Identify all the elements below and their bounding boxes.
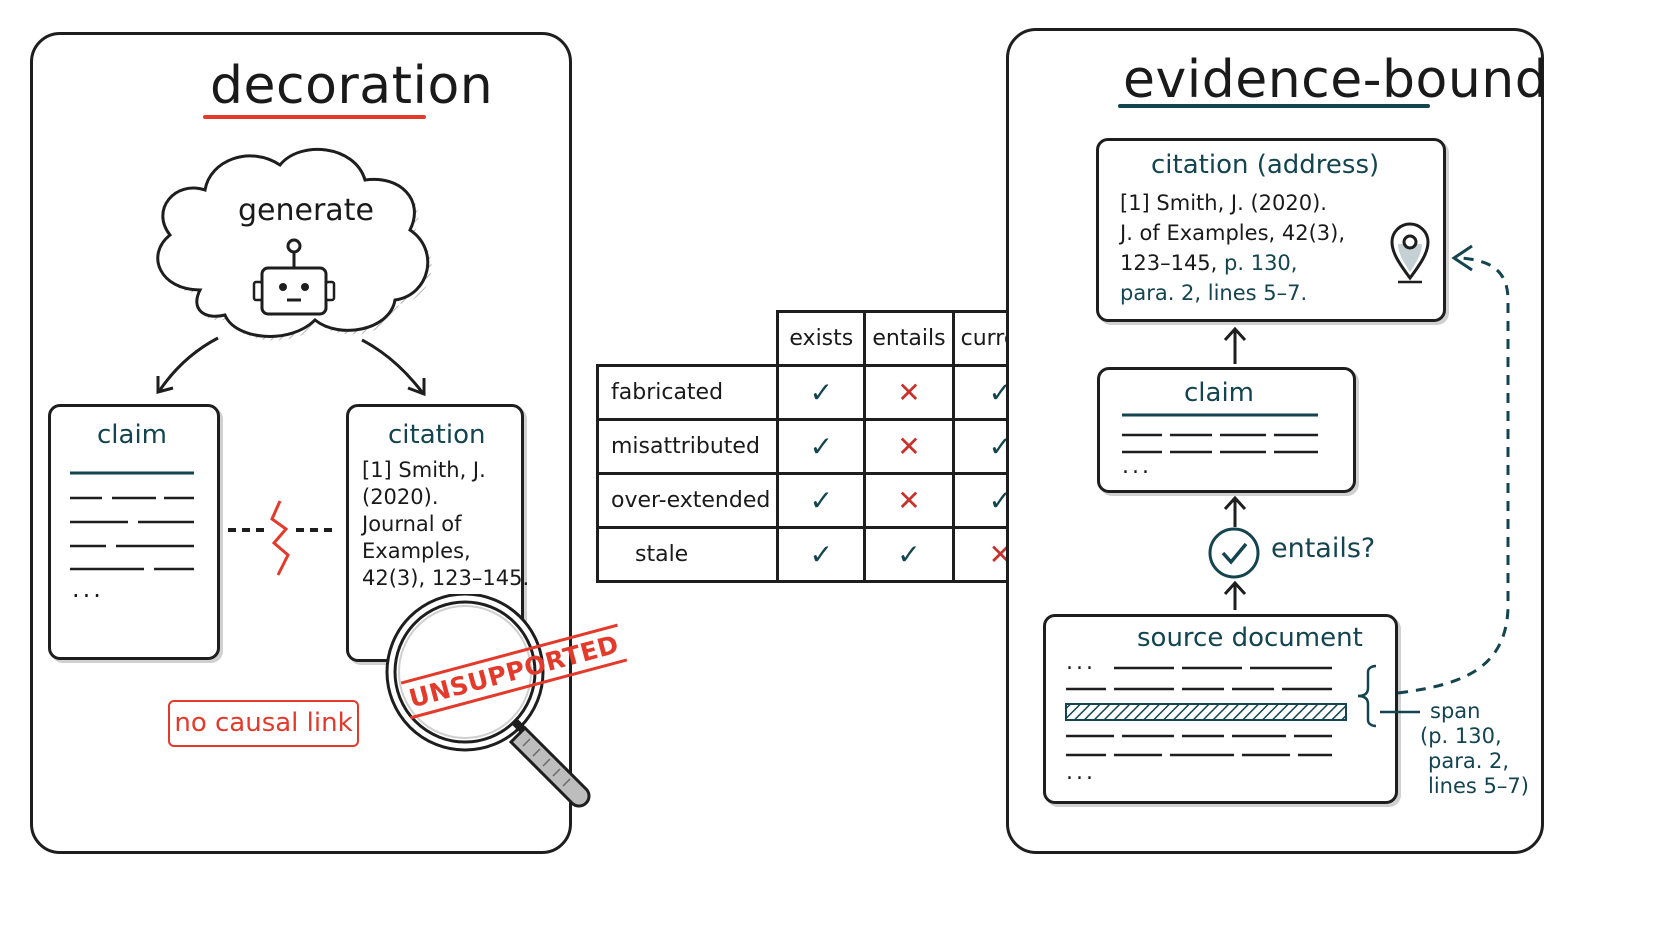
row-label: misattributed xyxy=(595,418,780,475)
citation-card-text: [1] Smith, J. (2020). Journal of Example… xyxy=(362,457,529,592)
decoration-title: decoration xyxy=(210,56,494,116)
generate-arrows xyxy=(156,336,426,397)
column-header: entails xyxy=(863,310,955,367)
table-row: stale ✓ ✓ ✕ xyxy=(595,526,1049,583)
citation-address-title: citation (address) xyxy=(1151,150,1380,180)
location-pin-icon xyxy=(1390,222,1430,284)
span-label-line: (p. 130, xyxy=(1420,724,1502,748)
span-label-line: lines 5–7) xyxy=(1428,774,1529,798)
claim-evidence-ellipsis: ... xyxy=(1122,454,1152,479)
claim-ellipsis: ... xyxy=(72,575,104,603)
column-header: exists xyxy=(776,310,867,367)
arrow-up-icon xyxy=(1223,580,1247,610)
row-label: fabricated xyxy=(595,364,780,421)
evidence-bound-title: evidence-bound xyxy=(1123,50,1549,110)
citation-address-card xyxy=(1096,138,1446,322)
span-label-line: span xyxy=(1430,699,1481,723)
citation-line: [1] Smith, J. (2020). xyxy=(1120,191,1327,215)
citation-line: (2020). xyxy=(362,485,439,509)
cross-icon: ✕ xyxy=(863,418,955,475)
row-label: over-extended xyxy=(595,472,780,529)
cross-icon: ✕ xyxy=(863,364,955,421)
span-link-dashed-arrow xyxy=(1357,244,1510,728)
table-corner xyxy=(597,311,780,367)
citation-line: Journal of xyxy=(362,512,462,536)
check-icon: ✓ xyxy=(776,526,867,583)
source-ellipsis-top: ... xyxy=(1066,650,1096,675)
arrow-up-icon xyxy=(1223,326,1247,364)
arrow-up-icon xyxy=(1223,495,1247,527)
citation-line: 123–145, p. 130, xyxy=(1120,248,1345,278)
table-header-row: exists entails current xyxy=(597,310,1049,367)
failure-mode-table: exists entails current fabricated ✓ ✕ ✓ … xyxy=(595,310,1049,583)
claim-card-evidence-title: claim xyxy=(1184,378,1255,408)
broken-link-icon xyxy=(228,500,332,576)
claim-card xyxy=(48,404,220,660)
span-label-line: para. 2, xyxy=(1428,749,1510,773)
no-causal-link-badge: no causal link xyxy=(168,700,359,747)
entails-label: entails? xyxy=(1271,533,1376,564)
source-ellipsis-bottom: ... xyxy=(1066,760,1096,785)
citation-line: [1] Smith, J. xyxy=(362,458,486,482)
table-row: misattributed ✓ ✕ ✓ xyxy=(595,418,1049,475)
claim-text-lines xyxy=(70,471,194,571)
source-text-lines xyxy=(1065,666,1347,757)
magnifier-icon xyxy=(385,594,591,808)
check-icon: ✓ xyxy=(776,472,867,529)
citation-address-text: [1] Smith, J. (2020). J. of Examples, 42… xyxy=(1120,188,1345,308)
citation-line: Examples, xyxy=(362,539,471,563)
citation-page-locator: p. 130, xyxy=(1224,251,1298,275)
table-row: fabricated ✓ ✕ ✓ xyxy=(595,364,1049,421)
row-label: stale xyxy=(595,526,780,583)
generate-cloud-icon xyxy=(156,147,432,341)
citation-line: J. of Examples, 42(3), xyxy=(1120,221,1346,245)
entails-check-icon xyxy=(1208,527,1260,579)
check-icon: ✓ xyxy=(776,364,867,421)
generate-label: generate xyxy=(238,193,374,228)
claim-card-title: claim xyxy=(97,420,168,450)
table-row: over-extended ✓ ✕ ✓ xyxy=(595,472,1049,529)
evidence-bound-title-underline xyxy=(1118,104,1430,108)
claim-card-evidence xyxy=(1097,367,1356,493)
check-icon: ✓ xyxy=(776,418,867,475)
span-label: span (p. 130, para. 2, lines 5–7) xyxy=(1420,699,1529,799)
cross-icon: ✕ xyxy=(863,472,955,529)
check-icon: ✓ xyxy=(863,526,955,583)
citation-pages: 123–145, xyxy=(1120,251,1218,275)
decoration-title-underline xyxy=(203,115,426,119)
citation-para-locator: para. 2, lines 5–7. xyxy=(1120,281,1308,305)
citation-card-title: citation xyxy=(388,420,486,450)
source-document-title: source document xyxy=(1137,623,1363,653)
claim-evidence-text-lines xyxy=(1122,413,1318,454)
citation-line: 42(3), 123–145. xyxy=(362,566,530,590)
